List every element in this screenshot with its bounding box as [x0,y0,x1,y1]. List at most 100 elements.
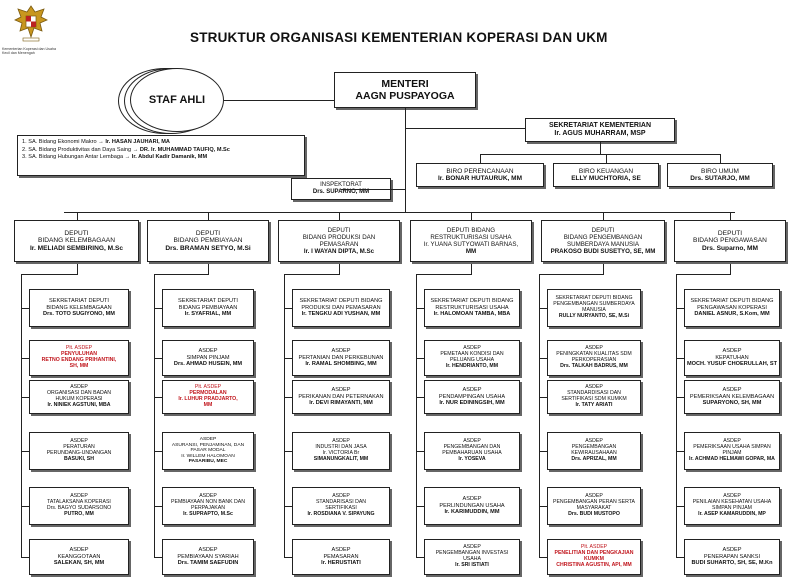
unit-line: ASDEP [463,345,481,352]
connector [77,262,78,274]
unit-line: Drs. BUDI MUSTOPO [568,510,620,517]
connector [21,506,29,507]
connector [64,212,735,213]
unit-line: Ir. NINIEK AGSTUNI, MBA [47,401,111,408]
connector [676,274,677,557]
unit-line: ASDEP [723,438,741,445]
unit-line: DANIEL ASNUR, S.Kom, MM [694,311,770,318]
biro-title: BIRO PERENCANAAN [446,167,514,175]
unit-line: PERTANIAN DAN PERKEBUNAN [298,354,384,361]
unit-line: SUPARYONO, SH, MM [702,400,762,407]
unit-line: SH, MM [69,362,89,369]
unit-line: Drs. AHMAD HUSEIN, MM [173,361,243,368]
unit-line: PENGEMBANGAN PERAN SERTA [553,499,635,506]
deputy-line: DEPUTI [64,229,89,237]
unit-line: SIMPAN PINJAM [712,505,752,511]
staf-ahli-field: 2. SA. Bidang Produktivitas dan Daya Sai… [22,146,132,153]
unit-line: BASUKI, SH [64,455,94,462]
connector [416,557,424,558]
unit-line: PUTRO, MM [64,510,94,517]
connector [676,274,731,275]
connector [21,451,29,452]
unit-line: PERKOPERASIAN [571,357,617,363]
unit-line: ASDEP [331,547,351,554]
connector [284,451,292,452]
deputy-line: BIDANG PENGAWASAN [693,237,767,245]
unit-line: SEKRETARIAT DEPUTI BIDANG [430,298,514,305]
biro-name: Drs. SUTARJO, MM [690,175,750,182]
deputy-line: PRAKOSO BUDI SUSETYO, SE, MM [550,248,656,256]
biro-name: ELLY MUCHTORIA, SE [571,175,641,182]
unit-line: MOCH. YUSUF CHOERULLAH, ST [686,361,778,368]
connector [539,274,604,275]
connector [339,212,340,220]
connector [284,397,292,398]
connector [284,308,292,309]
connector [284,506,292,507]
arrow-right-icon: → [123,154,132,161]
unit-line: Ir. RAMAL SHOMBING, MM [305,361,377,368]
unit-line: KEPATUHAN [715,354,749,361]
deputy-line: BIDANG KELEMBAGAAN [38,237,115,245]
unit-line: Drs. APRIZAL, MM [571,455,617,462]
sekretariat-node: SEKRETARIAT KEMENTERIAN Ir. AGUS MUHARRA… [525,118,675,142]
menteri-name: AAGN PUSPAYOGA [355,90,455,102]
deputy-line: MM [465,248,477,256]
connector [676,397,684,398]
unit-line: Ir. YOSEVA [458,455,486,462]
menteri-title: MENTERI [381,77,429,90]
unit-line: ASDEP [722,387,742,394]
connector [154,451,162,452]
connector [154,308,162,309]
deputy-line: BIDANG PRODUKSI DAN [302,233,376,241]
unit-line: ASDEP [585,384,603,391]
deputy-line: DEPUTI [591,226,615,234]
unit-line: USAHA [463,556,481,562]
connector [405,128,525,129]
connector [405,108,406,212]
unit-line: PENYULUHAN [60,351,98,358]
unit-line: Drs. BAGYO SUDARSONO [46,505,112,511]
connector [471,212,472,220]
arrow-right-icon: → [131,146,140,153]
unit-line: BUDI SUHARTO, SH, SE, M.Kn [691,560,773,567]
connector [416,397,424,398]
unit-line: PENGAWASAN KOPERASI [697,304,767,311]
sekretariat-name: Ir. AGUS MUHARRAM, MSP [554,130,646,137]
staf-ahli-name: Ir. HASAN JAUHARI, MA [105,139,170,145]
connector [720,154,721,163]
unit-line: PEMETAAN KONDISI DAN [440,351,504,358]
staf-ahli-label: STAF AHLI [148,93,206,106]
connector [676,308,684,309]
staf-ahli-node: STAF AHLI [130,68,224,132]
connector [676,557,684,558]
unit-line: SEKRETARIAT DEPUTI BIDANG [555,295,633,302]
unit-line: PEMASARAN [323,553,359,560]
unit-line: ASDEP [463,438,481,445]
unit-line: HUKUM KOPERASI [55,396,103,402]
unit-line: KUMKM [584,556,604,562]
biro-name: Ir. BONAR HUTAURUK, MM [437,175,522,182]
unit-line: Ir. HALOMOAN TAMBA, MBA [433,311,511,318]
connector [480,154,720,155]
unit-line: STANDARDISASI DAN [567,390,621,397]
connector [224,100,334,101]
unit-line: MM [203,401,213,408]
unit-line: CHRISTINA AGUSTIN, API, MM [556,561,632,568]
